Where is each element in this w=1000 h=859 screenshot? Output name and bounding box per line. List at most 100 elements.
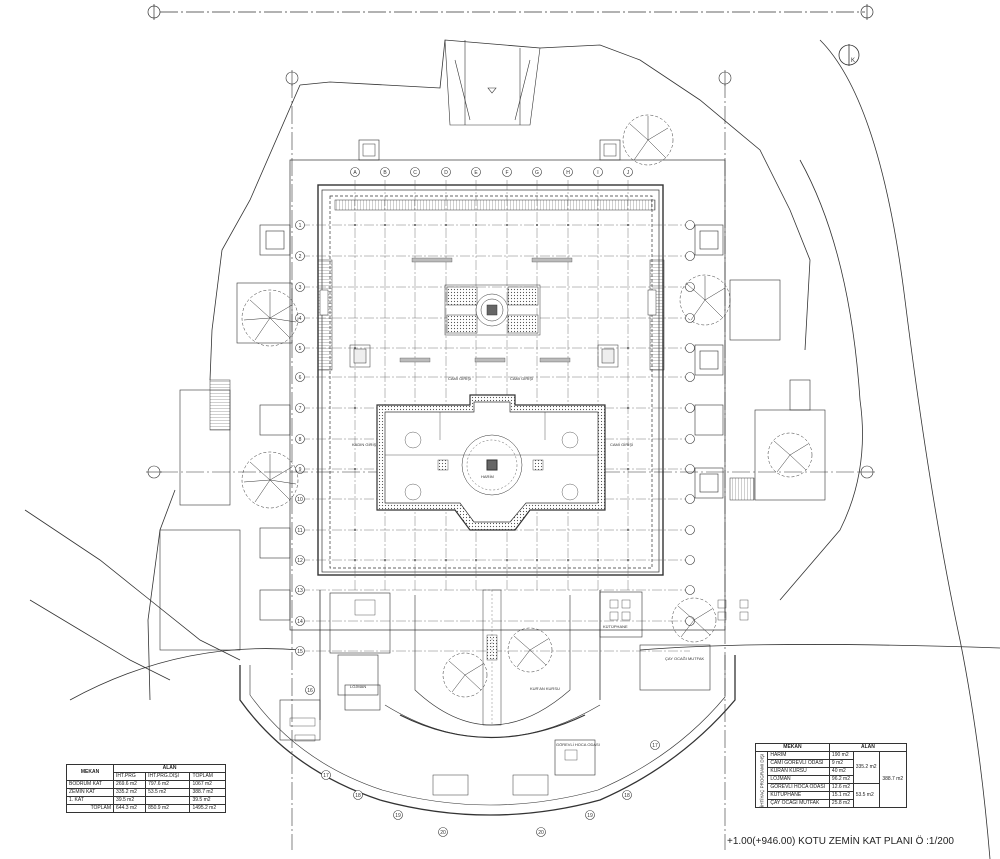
mosque-platform: [289, 159, 726, 631]
table-row: ÇAY OCAĞI MUTFAK 25.8 m2: [756, 799, 907, 808]
table-row: İHTİYAÇ PROGRAMI DIŞI HARİM 190 m2 335.2…: [755, 751, 907, 808]
axis-bubble-12: 12: [295, 555, 305, 565]
table-cell: LOJMAN: [767, 775, 830, 784]
courtyard-fountain: [444, 284, 541, 336]
room-label-library: KÜTÜPHANE: [603, 624, 628, 629]
svg-text:18: 18: [355, 793, 361, 799]
axis-bubble-20b: 20: [536, 827, 546, 837]
room-label-teacher-room: GÖREVLİ HOCA ODASI: [556, 742, 600, 747]
axis-bubble-d: D: [441, 167, 451, 177]
svg-text:7: 7: [299, 406, 302, 412]
site-boundary: [24, 39, 1000, 859]
table-subtotal: 335.2 m2: [852, 751, 881, 784]
table-row: 1. KAT 39.5 m2 39.5 m2: [65, 796, 226, 805]
main-axes: [146, 70, 875, 850]
pavilion-top-right-inner: [603, 143, 617, 157]
table-cell: 644.3 m2: [113, 804, 147, 813]
svg-text:18: 18: [624, 793, 630, 799]
axis-bubble-i: I: [593, 167, 603, 177]
furniture: [289, 599, 749, 761]
axis-bubble-b: B: [380, 167, 390, 177]
svg-text:I: I: [597, 170, 598, 176]
axis-bubble-5: 5: [295, 343, 305, 353]
table-cell: 850.9 m2: [145, 804, 191, 813]
svg-text:14: 14: [297, 619, 303, 625]
table-cell: 190 m2: [828, 751, 854, 760]
svg-text:13: 13: [297, 588, 303, 594]
table-cell: 53.5 m2: [145, 788, 191, 797]
svg-text:17: 17: [652, 743, 658, 749]
program-side-label: İHTİYAÇ PROGRAMI DIŞI: [755, 751, 768, 808]
room-label-lodging: LOJMAN: [350, 684, 366, 689]
axis-bubble-14: 14: [295, 616, 305, 626]
trees: [241, 114, 813, 698]
drawing-title: +1.00(+946.00) KOTU ZEMİN KAT PLANI Ö :1…: [727, 836, 954, 847]
table-cell: [145, 796, 191, 805]
table-row: BODRUM KAT 269.6 m2 797.6 m2 1067 m2: [65, 780, 226, 789]
reference-line-top: [147, 4, 874, 20]
axis-bubble-16: 16: [305, 685, 315, 695]
tree-icon: [442, 652, 488, 698]
table-cell: BODRUM KAT: [65, 780, 115, 789]
room-label-entry-2: CAMİ GİRİŞİ: [510, 376, 533, 381]
table-subheader: TOPLAM: [189, 772, 226, 781]
row-axis-labels-right: [685, 220, 695, 626]
axis-bubble-10: 10: [295, 494, 305, 504]
table-grand-total: 388.7 m2: [879, 751, 907, 808]
room-label-women-entry: KADIN GİRİŞİ: [352, 442, 377, 447]
svg-text:E: E: [474, 170, 478, 176]
svg-text:A: A: [353, 170, 357, 176]
svg-text:C: C: [413, 170, 417, 176]
table-cell: 269.6 m2: [113, 780, 147, 789]
room-labels: HARİM CAMİ GİRİŞİ CAMİ GİRİŞİ CAMİ GİRİŞ…: [350, 376, 705, 747]
axis-bubble-j: J: [623, 167, 633, 177]
axis-bubble-15: 15: [295, 646, 305, 656]
lower-curved-wing: [239, 590, 736, 816]
side-pavilions-right: [694, 224, 826, 501]
svg-text:F: F: [505, 170, 508, 176]
axis-bubble-g: G: [532, 167, 542, 177]
table-cell: 96.2 m2: [828, 775, 854, 784]
table-cell: KÜTÜPHANE: [767, 791, 830, 800]
svg-text:20: 20: [538, 830, 544, 836]
table-cell: HARİM: [767, 751, 830, 760]
table-subtotal: 53.5 m2: [852, 783, 881, 808]
tree-icon: [241, 451, 299, 509]
tree-icon: [679, 274, 731, 326]
table-cell: 9 m2: [828, 759, 854, 768]
program-table: MEKAN ALAN İHTİYAÇ PROGRAMI DIŞI HARİM 1…: [755, 743, 908, 808]
table-cell: 15.1 m2: [828, 791, 854, 800]
room-label-entry-3: CAMİ GİRİŞİ: [610, 442, 633, 447]
bottom-axis-labels: 17 18 19 20 20 19 18 17: [321, 740, 660, 837]
courtyard-benches: [399, 257, 573, 363]
table-header-space: MEKAN: [65, 764, 115, 781]
axis-bubble-11: 11: [295, 525, 305, 535]
table-cell: 1495.2 m2: [189, 804, 226, 813]
stairs: [209, 199, 755, 501]
svg-text:20: 20: [440, 830, 446, 836]
north-label: K: [851, 58, 855, 64]
table-cell: 797.6 m2: [145, 780, 191, 789]
table-cell: ÇAY OCAĞI MUTFAK: [767, 799, 830, 808]
svg-text:D: D: [444, 170, 448, 176]
column-axis-labels: A B C D E F G H I J: [350, 167, 633, 177]
tree-icon: [622, 114, 674, 166]
svg-text:5: 5: [299, 346, 302, 352]
svg-text:16: 16: [307, 688, 313, 694]
svg-text:10: 10: [297, 497, 303, 503]
table-row: ZEMİN KAT 335.2 m2 53.5 m2 388.7 m2: [65, 788, 226, 797]
north-arrow-icon: K: [838, 44, 860, 66]
table-cell: KURAN KURSU: [767, 767, 830, 776]
entrance-plaza: [444, 39, 541, 126]
table-header-area: ALAN: [113, 764, 226, 773]
table-cell: GÖREVLİ HOCA ODASI: [767, 783, 830, 792]
pavilion-top-right: [599, 139, 621, 161]
svg-text:1: 1: [299, 223, 302, 229]
table-cell: 39.5 m2: [113, 796, 147, 805]
table-cell: ZEMİN KAT: [65, 788, 115, 797]
tree-icon: [241, 289, 299, 347]
axis-bubble-18b: 18: [622, 790, 632, 800]
row-axis-labels: 1 2 3 4 5 6 7 8 9 10 11 12 13 14 15 16: [295, 220, 315, 695]
svg-text:17: 17: [323, 773, 329, 779]
